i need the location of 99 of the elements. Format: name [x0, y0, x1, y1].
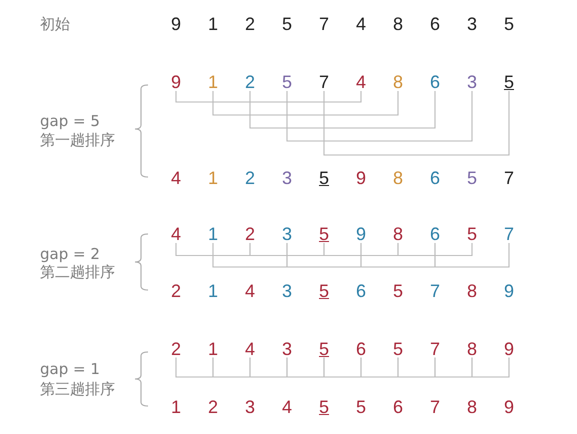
digit: 9 — [504, 340, 514, 358]
digit: 9 — [356, 225, 366, 243]
digit: 4 — [245, 340, 255, 358]
row-label: 初始 — [40, 15, 70, 33]
digit: 2 — [245, 15, 255, 33]
digit: 5 — [356, 398, 366, 416]
digit: 9 — [171, 73, 181, 91]
digit: 8 — [393, 73, 403, 91]
bracket-line — [360, 243, 436, 268]
digit: 1 — [208, 225, 218, 243]
digit: 3 — [282, 225, 292, 243]
bracket-line — [175, 91, 362, 103]
digit: 4 — [356, 15, 366, 33]
bracket-line — [323, 91, 510, 156]
bracket-line — [212, 358, 251, 378]
digit: 2 — [171, 340, 181, 358]
bracket-line — [286, 358, 325, 378]
digit: 3 — [282, 169, 292, 187]
digit: 7 — [319, 15, 329, 33]
digit: 9 — [504, 398, 514, 416]
bracket-line — [175, 358, 214, 378]
digit: 8 — [467, 398, 477, 416]
digit: 4 — [171, 225, 181, 243]
bracket-line — [249, 358, 288, 378]
bracket-line — [434, 243, 510, 268]
digit: 6 — [356, 282, 366, 300]
digit: 9 — [504, 282, 514, 300]
bracket-line — [323, 243, 399, 256]
digit: 1 — [208, 340, 218, 358]
digit: 9 — [171, 15, 181, 33]
digit: 2 — [245, 73, 255, 91]
gap-label: gap = 5 — [40, 112, 100, 130]
digit: 6 — [430, 73, 440, 91]
digit: 6 — [430, 15, 440, 33]
digit: 6 — [430, 169, 440, 187]
digit: 6 — [393, 398, 403, 416]
digit: 5 — [319, 398, 329, 416]
bracket-line — [286, 243, 362, 268]
digit: 5 — [282, 15, 292, 33]
digit: 8 — [467, 340, 477, 358]
digit: 3 — [467, 73, 477, 91]
digit: 6 — [430, 225, 440, 243]
digit: 4 — [171, 169, 181, 187]
digit: 3 — [282, 282, 292, 300]
digit: 5 — [393, 282, 403, 300]
digit: 4 — [245, 282, 255, 300]
digit: 5 — [282, 73, 292, 91]
digit: 1 — [171, 398, 181, 416]
digit: 5 — [319, 169, 329, 187]
digit: 5 — [467, 225, 477, 243]
digit: 8 — [393, 15, 403, 33]
digit: 7 — [504, 169, 514, 187]
bracket-line — [471, 358, 510, 378]
digit: 1 — [208, 169, 218, 187]
digit: 7 — [430, 340, 440, 358]
gap-label: gap = 1 — [40, 360, 100, 378]
digit: 7 — [319, 73, 329, 91]
digit: 6 — [356, 340, 366, 358]
digit: 5 — [504, 73, 514, 91]
bracket-line — [397, 243, 473, 256]
digit: 4 — [356, 73, 366, 91]
bracket-line — [249, 91, 436, 129]
bracket-line — [212, 243, 288, 268]
pass-label: 第三趟排序 — [40, 380, 115, 398]
digit: 2 — [171, 282, 181, 300]
digit: 2 — [245, 225, 255, 243]
digit: 7 — [504, 225, 514, 243]
pass-label: 第二趟排序 — [40, 263, 115, 281]
digit: 8 — [393, 225, 403, 243]
digit: 5 — [467, 169, 477, 187]
digit: 3 — [467, 15, 477, 33]
bracket-line — [360, 358, 399, 378]
pass-label: 第一趟排序 — [40, 131, 115, 149]
digit: 9 — [356, 169, 366, 187]
bracket-line — [323, 358, 362, 378]
digit: 2 — [208, 398, 218, 416]
digit: 1 — [208, 15, 218, 33]
digit: 8 — [467, 282, 477, 300]
digit: 5 — [319, 225, 329, 243]
digit: 3 — [245, 398, 255, 416]
digit: 7 — [430, 398, 440, 416]
bracket-line — [212, 91, 399, 116]
digit: 5 — [319, 282, 329, 300]
digit: 5 — [504, 15, 514, 33]
bracket-line — [286, 91, 473, 142]
digit: 7 — [430, 282, 440, 300]
digit: 5 — [319, 340, 329, 358]
bracket-line — [249, 243, 325, 256]
digit: 5 — [393, 340, 403, 358]
gap-label: gap = 2 — [40, 245, 100, 263]
digit: 4 — [282, 398, 292, 416]
digit: 2 — [245, 169, 255, 187]
bracket-line — [397, 358, 436, 378]
bracket-line — [175, 243, 251, 256]
digit: 1 — [208, 73, 218, 91]
bracket-line — [434, 358, 473, 378]
digit: 3 — [282, 340, 292, 358]
digit: 8 — [393, 169, 403, 187]
digit: 1 — [208, 282, 218, 300]
